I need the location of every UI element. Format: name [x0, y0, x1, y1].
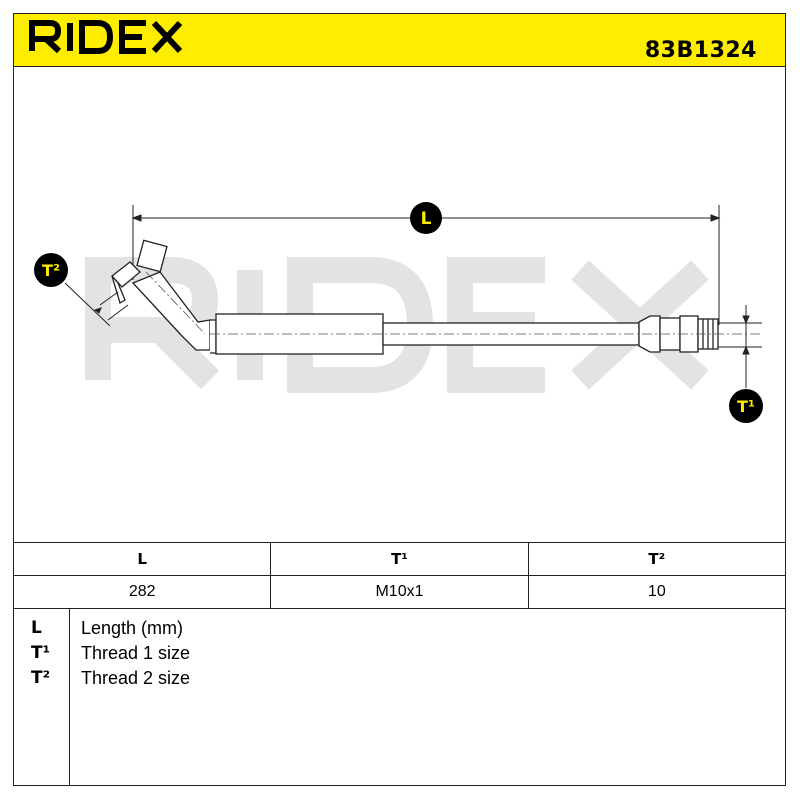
spec-header-length: L — [12, 542, 272, 576]
legend-text: Thread 1 size — [81, 643, 191, 663]
thread2-marker — [34, 253, 68, 287]
legend-divider — [69, 608, 70, 785]
spec-value-length: 282 — [12, 575, 272, 609]
thread1-marker — [729, 389, 763, 423]
legend-text: Length (mm) — [81, 618, 184, 638]
spec-header-row: L T¹ T² — [12, 542, 787, 576]
legend: L Length (mm) T¹ Thread 1 size T² Thread… — [13, 608, 786, 786]
legend-item: T² Thread 2 size — [14, 668, 714, 693]
thread2-dimension — [64, 282, 129, 327]
spec-table: L T¹ T² 282 M10x1 10 — [12, 542, 787, 609]
spec-value-thread1: M10x1 — [270, 575, 529, 609]
length-marker-label: L — [421, 209, 432, 229]
spec-header-thread1: T¹ — [270, 542, 529, 576]
header-bar: 83B1324 — [13, 13, 786, 67]
legend-item: T¹ Thread 1 size — [14, 643, 714, 668]
spec-header-thread2: T² — [527, 542, 787, 576]
legend-item: L Length (mm) — [14, 618, 714, 643]
part-number: 83B1324 — [644, 38, 757, 63]
brake-hose — [111, 239, 719, 355]
thread1-marker-label: T¹ — [737, 397, 755, 416]
legend-key: L — [31, 618, 42, 638]
spec-value-row: 282 M10x1 10 — [12, 575, 787, 609]
legend-key: T² — [31, 668, 51, 688]
centerline — [145, 271, 760, 335]
legend-text: Thread 2 size — [81, 668, 191, 688]
legend-key: T¹ — [31, 643, 51, 663]
thread1-dimension — [718, 305, 762, 388]
technical-drawing: L T¹ T — [34, 202, 763, 423]
ridex-logo — [29, 20, 183, 54]
spec-value-thread2: 10 — [527, 575, 787, 609]
length-marker — [410, 202, 442, 234]
thread2-marker-label: T² — [42, 261, 60, 280]
